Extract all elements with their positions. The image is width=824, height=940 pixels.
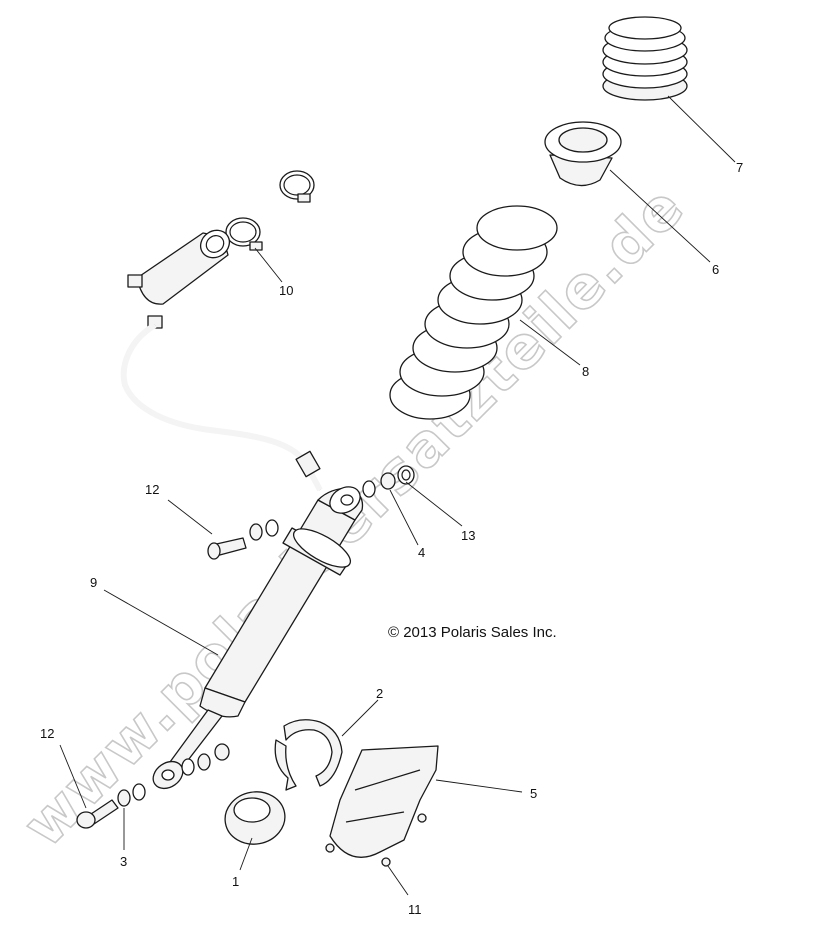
callout-5: 5 bbox=[530, 786, 537, 801]
part-13-upper-nut[interactable] bbox=[397, 465, 415, 485]
part-11-screws[interactable] bbox=[325, 813, 427, 867]
callout-3: 3 bbox=[120, 854, 127, 869]
leader-lines bbox=[59, 95, 736, 896]
part-7-upper-spring[interactable] bbox=[602, 16, 688, 101]
part-2-retaining-clip[interactable] bbox=[274, 719, 343, 791]
shock-hose bbox=[120, 322, 323, 492]
part-4-upper-spacers[interactable] bbox=[362, 472, 396, 498]
callout-6: 6 bbox=[712, 262, 719, 277]
part-6-spring-adapter[interactable] bbox=[544, 121, 622, 187]
callout-1: 1 bbox=[232, 874, 239, 889]
callout-2: 2 bbox=[376, 686, 383, 701]
callout-7: 7 bbox=[736, 160, 743, 175]
part-12-upper-bolt[interactable] bbox=[207, 519, 279, 560]
callout-4: 4 bbox=[418, 545, 425, 560]
callout-13: 13 bbox=[461, 528, 475, 543]
copyright-notice: © 2013 Polaris Sales Inc. bbox=[388, 624, 557, 641]
part-3-lower-washers[interactable] bbox=[117, 743, 230, 807]
shock-reservoir[interactable] bbox=[127, 225, 235, 329]
callout-8: 8 bbox=[582, 364, 589, 379]
part-1-spring-seat[interactable] bbox=[221, 787, 289, 849]
callout-12-upper: 12 bbox=[145, 482, 159, 497]
callout-9: 9 bbox=[90, 575, 97, 590]
callout-12-lower: 12 bbox=[40, 726, 54, 741]
part-10-clamps[interactable] bbox=[225, 170, 315, 251]
callout-labels: 7 6 8 10 4 13 12 9 12 3 2 5 1 11 bbox=[40, 160, 743, 917]
part-12-lower-bolt[interactable] bbox=[76, 799, 119, 829]
part-9-shock-absorber[interactable] bbox=[148, 482, 365, 794]
callout-10: 10 bbox=[279, 283, 293, 298]
callout-11: 11 bbox=[408, 902, 422, 917]
part-8-main-spring[interactable] bbox=[389, 205, 558, 420]
part-5-shock-guard[interactable] bbox=[329, 745, 439, 858]
